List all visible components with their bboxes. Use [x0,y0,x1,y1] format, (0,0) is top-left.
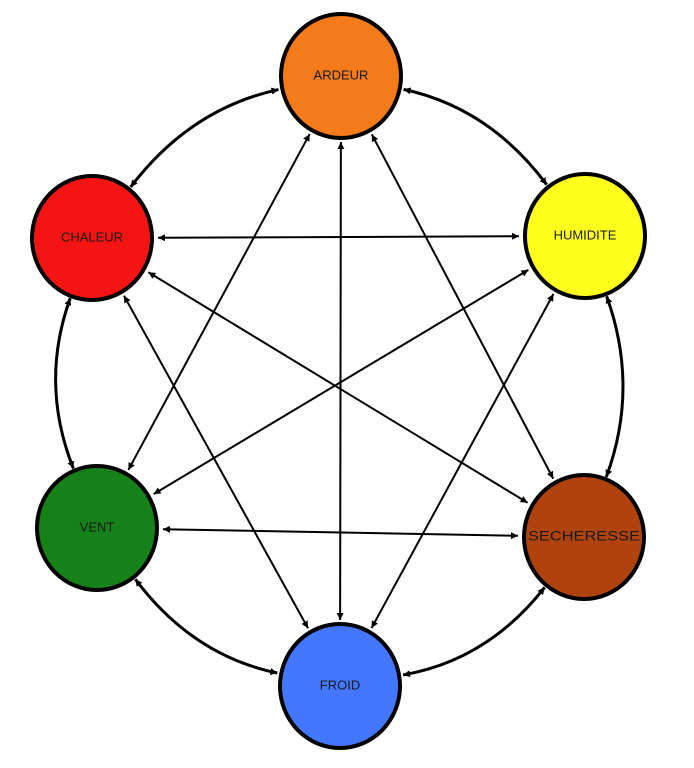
arrow-secheresse-froid [402,586,546,678]
node-vent: VENT [35,464,159,592]
node-circle [523,172,647,300]
node-froid: FROID [278,622,402,750]
arrow-chaleur-froid [123,295,309,629]
node-label: FROID [320,677,360,692]
node-humidite: HUMIDITE [523,172,647,300]
arrow-chaleur-ardeur [129,87,279,188]
node-ardeur: ARDEUR [279,12,403,140]
node-label: ARDEUR [314,67,369,82]
arrow-humidite-secheresse [604,295,625,478]
node-label: VENT [80,519,115,534]
arrow-vent-chaleur [54,297,75,470]
arrow-ardeur-vent [127,133,311,471]
node-circle [278,622,402,750]
arrow-vent-secheresse [162,525,519,540]
node-label: CHALEUR [61,229,123,244]
arrow-humidite-froid [370,293,555,629]
arrow-chaleur-humidite [157,232,520,242]
arrow-ardeur-secheresse [370,133,555,480]
node-label: HUMIDITE [554,227,617,242]
node-label: SECHERESSE [528,528,640,544]
node-chaleur: CHALEUR [30,174,154,302]
arrow-chaleur-secheresse [147,271,529,504]
node-circle [30,174,154,302]
arrow-froid-vent [134,578,278,676]
node-circle [35,464,159,592]
node-circle [279,12,403,140]
arrow-ardeur-humidite [403,87,548,186]
node-secheresse: SECHERESSE [522,473,646,601]
node-circle [522,473,646,601]
